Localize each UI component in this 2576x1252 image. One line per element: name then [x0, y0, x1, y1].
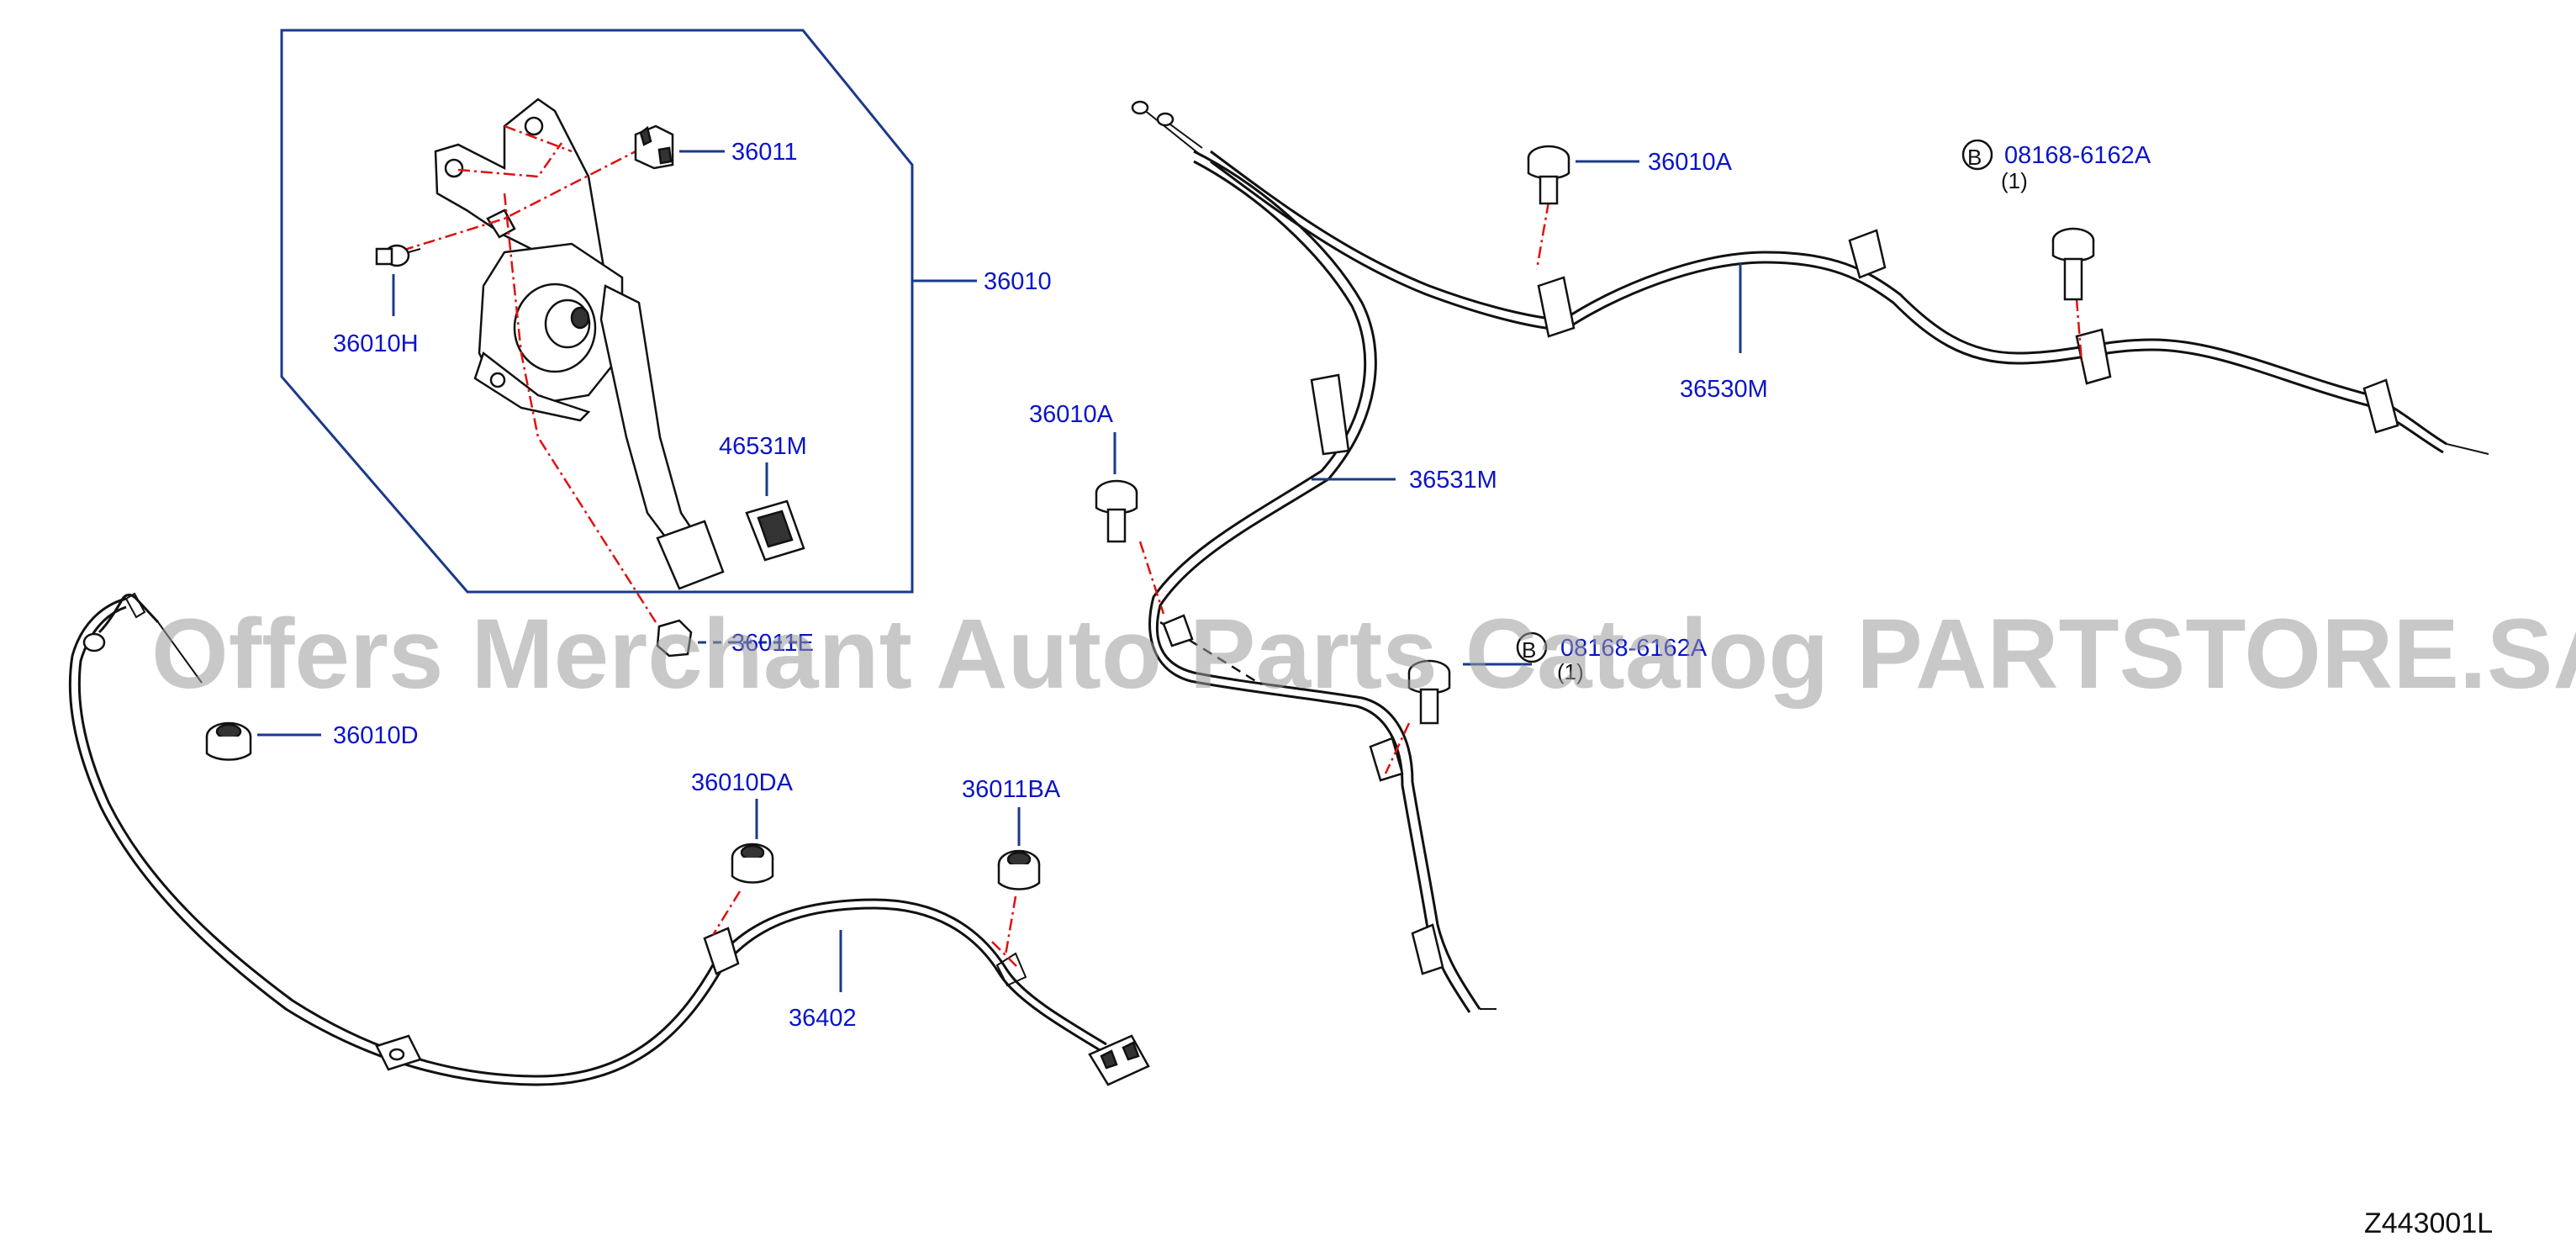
- nut-36010DA-icon: [731, 843, 774, 884]
- label-08168-mid: 08168-6162A: [1560, 635, 1708, 662]
- label-36011E: 36011E: [731, 630, 814, 657]
- front-cable-36402-drawing: [68, 592, 1150, 1086]
- label-36010A-left: 36010A: [1029, 401, 1114, 428]
- clip-36011-icon: [634, 124, 674, 170]
- label-46531M: 46531M: [719, 433, 807, 460]
- nut-36011BA-icon: [997, 849, 1041, 890]
- circle-b-letter-top: B: [1967, 145, 1982, 170]
- pedal-assembly-drawing: [434, 98, 725, 590]
- circle-b-letter-mid: B: [1522, 637, 1536, 663]
- pedal-assembly-inset-frame: [280, 29, 914, 594]
- label-36010H: 36010H: [333, 330, 419, 357]
- bolt-08168-top-icon: [2051, 227, 2095, 301]
- label-36010A-top: 36010A: [1648, 149, 1733, 176]
- label-36011BA: 36011BA: [962, 776, 1061, 803]
- pedal-centerlines: [401, 124, 657, 623]
- rear-centerlines: [1138, 201, 2083, 774]
- clip-36011E-icon: [656, 619, 693, 658]
- label-36010: 36010: [984, 268, 1052, 295]
- bolt-36010A-left-icon: [1095, 479, 1138, 543]
- qty-08168-top: (1): [2001, 168, 2028, 193]
- label-36531M: 36531M: [1409, 467, 1497, 494]
- label-36010DA: 36010DA: [691, 769, 794, 796]
- qty-08168-mid: (1): [1557, 659, 1584, 684]
- nut-36010D-icon: [205, 721, 252, 761]
- rear-cables-drawing: [1131, 100, 2489, 1013]
- circle-b-icon-mid: [1516, 631, 1548, 663]
- screw-36010H-icon: [375, 244, 421, 267]
- pedal-pad-46531M-icon: [745, 499, 805, 562]
- bolt-08168-mid-icon: [1407, 659, 1451, 725]
- label-36530M: 36530M: [1680, 376, 1768, 403]
- label-36011: 36011: [731, 139, 798, 166]
- label-36402: 36402: [789, 1005, 857, 1032]
- bolt-36010A-top-icon: [1527, 145, 1570, 205]
- label-08168-top: 08168-6162A: [2004, 142, 2151, 169]
- watermark-text: Offers Merchant Auto Parts Catalog PARTS…: [151, 599, 2576, 710]
- diagram-ref-code: Z443001L: [2364, 1207, 2493, 1239]
- label-36010D: 36010D: [333, 722, 419, 749]
- circle-b-icon-top: [1961, 139, 1993, 171]
